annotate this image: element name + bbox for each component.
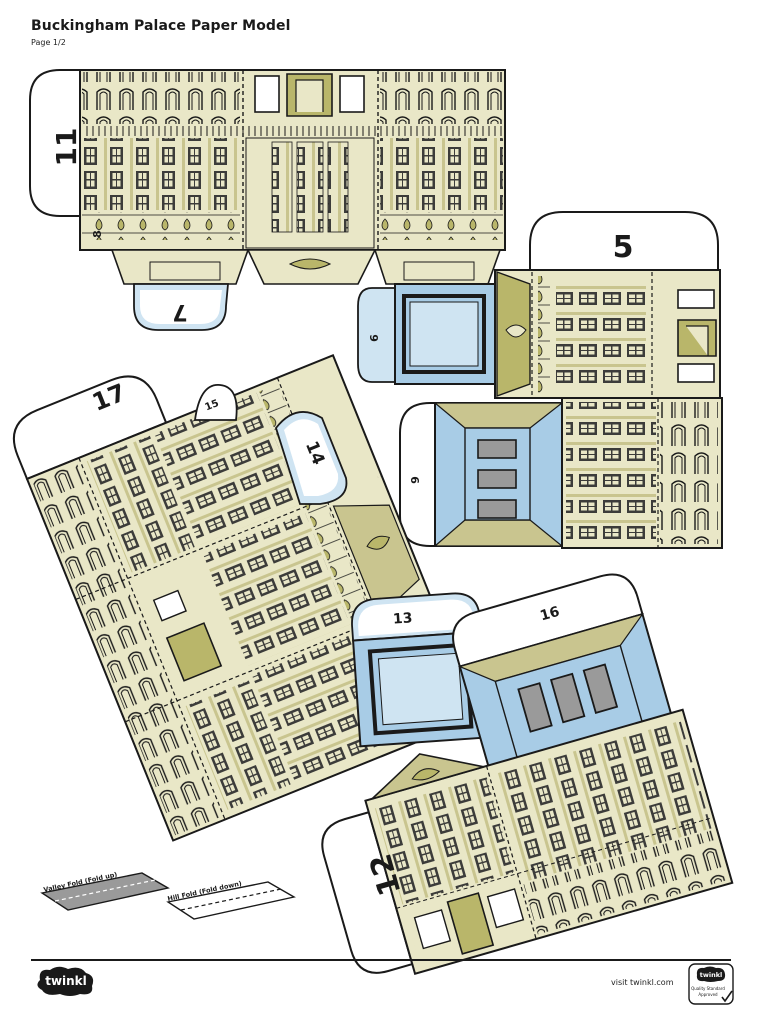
page-number: Page 1/2 [31, 38, 66, 47]
badge-text-1: Quality Standard [691, 986, 725, 991]
piece-8-label: 8 [91, 230, 104, 238]
hill-fold-key [166, 881, 296, 920]
badge-text-2: Approved [698, 992, 718, 997]
page-title: Buckingham Palace Paper Model [31, 18, 291, 34]
piece-6 [357, 283, 496, 385]
piece-9-label: 9 [409, 476, 422, 484]
valley-fold-key [40, 872, 170, 911]
visit-link[interactable]: visit twinkl.com [611, 978, 674, 987]
badge-brand: twinkl [700, 971, 723, 979]
piece-9 [399, 397, 723, 549]
piece-6-label: 6 [368, 334, 381, 342]
footer-divider [31, 959, 731, 961]
piece-13 [351, 592, 504, 748]
piece-7-label: 7 [172, 299, 187, 324]
piece-5-label: 5 [613, 230, 634, 265]
piece-11-label: 11 [50, 128, 83, 167]
piece-15 [193, 384, 238, 421]
twinkl-logo: twinkl [37, 966, 94, 996]
piece-13-label: 13 [392, 610, 413, 627]
check-icon [721, 990, 733, 1003]
piece-14 [275, 411, 348, 505]
piece-16-label: 16 [538, 604, 561, 625]
piece-11 [29, 69, 506, 331]
quality-standard-badge: twinkl Quality Standard Approved [688, 963, 734, 1005]
piece-12 [321, 708, 734, 975]
twinkl-logo-text: twinkl [45, 974, 87, 988]
piece-15-label: 15 [204, 398, 221, 413]
piece-5 [494, 211, 721, 399]
